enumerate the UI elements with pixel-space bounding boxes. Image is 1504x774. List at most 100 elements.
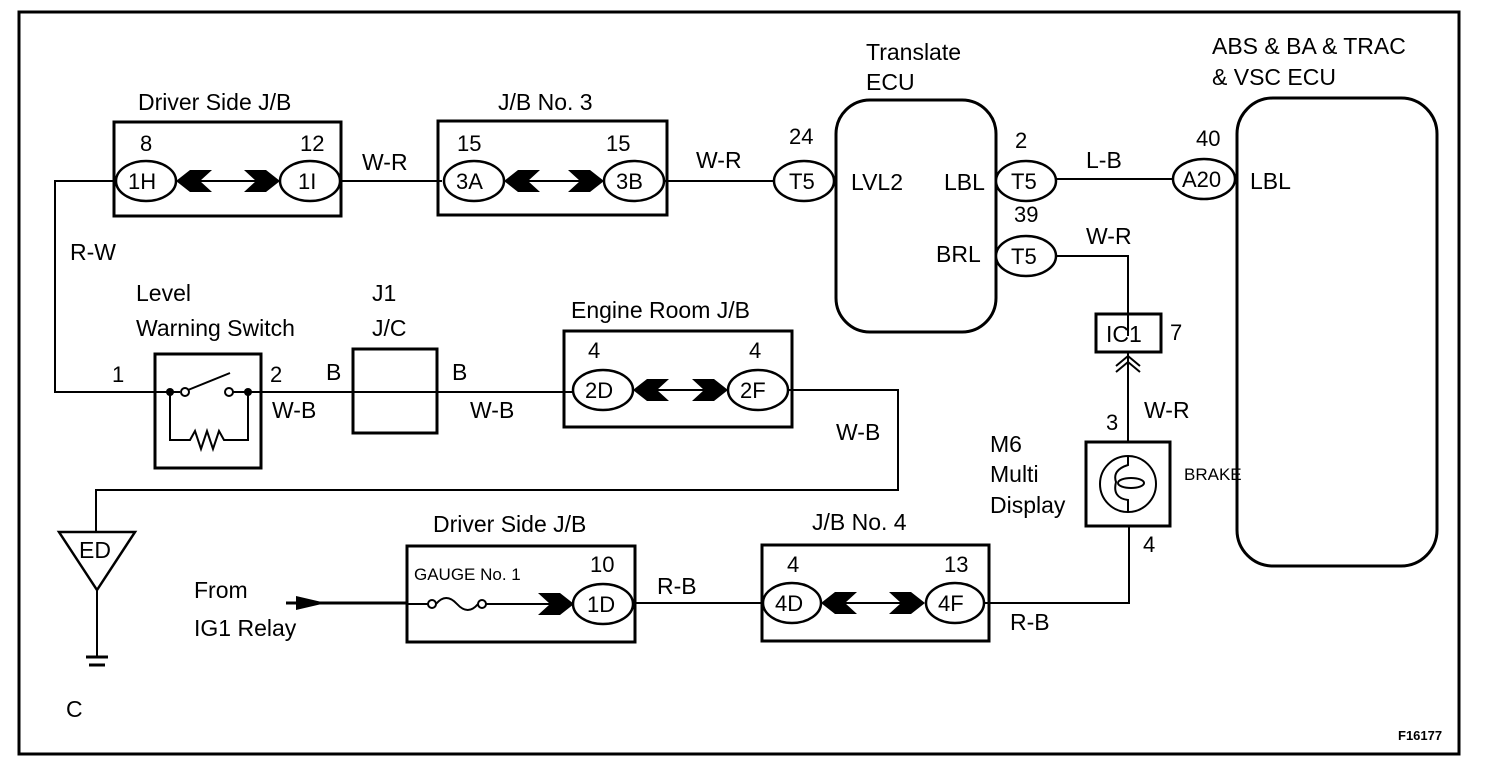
connector-label: T5: [1011, 244, 1037, 269]
jb-arrow-icon: [176, 170, 212, 192]
connector-label: 4D: [775, 591, 803, 616]
pin-label: 2: [1015, 128, 1027, 153]
jb4-title: J/B No. 4: [812, 509, 907, 535]
driver-side-jb-bottom: Driver Side J/B GAUGE No. 1 10 1D: [405, 511, 637, 644]
pin-label: 4: [787, 552, 799, 577]
ground-ed-triangle-icon: [56, 530, 138, 593]
driver-jb-bottom-box: [405, 544, 637, 644]
display-title-2: Multi: [990, 461, 1039, 487]
switch-contact-icon: [224, 387, 234, 397]
level-warning-switch: Level Warning Switch 1 2: [112, 280, 295, 470]
wire-color-label: W-R: [362, 149, 408, 175]
ground-ed: ED C: [56, 530, 138, 722]
display-box: [1084, 440, 1172, 528]
level-switch-title-2: Warning Switch: [136, 315, 295, 341]
connector-label: 2D: [585, 378, 613, 403]
wire: [95, 389, 899, 532]
terminal-brl: BRL: [936, 241, 981, 267]
terminal-lbl-abs: LBL: [1250, 168, 1291, 194]
wire-color-label: R-W: [70, 239, 116, 265]
ig1-relay-source: From IG1 Relay: [194, 577, 408, 641]
connector-label: A20: [1182, 167, 1221, 192]
pin-label: 4: [588, 338, 600, 363]
connector-label: 1D: [587, 592, 615, 617]
pin-label: 40: [1196, 126, 1220, 151]
abs-ecu-body: [1235, 96, 1439, 568]
wire-color-label: R-B: [657, 573, 697, 599]
display-title-1: M6: [990, 431, 1022, 457]
terminal-lbl: LBL: [944, 169, 985, 195]
j1-junction-connector: J1 J/C: [351, 280, 439, 435]
display-title-3: Display: [990, 492, 1066, 518]
connector-label: 1I: [298, 169, 316, 194]
ground-ed-label: ED: [79, 537, 111, 563]
fuse-icon: [427, 599, 437, 609]
pin-label: 39: [1014, 202, 1038, 227]
wire-color-label: W-B: [470, 397, 514, 423]
abs-ecu-title-1: ABS & BA & TRAC: [1212, 33, 1406, 59]
fuse-label: GAUGE No. 1: [414, 565, 521, 584]
wire-color-label: W-R: [1086, 223, 1132, 249]
pin-label: 15: [606, 131, 630, 156]
jb-arrow-icon: [568, 170, 604, 192]
level-switch-title-1: Level: [136, 280, 191, 306]
connector-label: 4F: [938, 591, 964, 616]
switch-blade-icon: [187, 372, 231, 391]
diagram-frame: [17, 10, 1461, 756]
figure-id: F16177: [1398, 728, 1442, 743]
jb3-box: [436, 119, 669, 217]
driver-jb-top-box: [112, 120, 343, 218]
pin-label: 7: [1170, 320, 1182, 345]
jb3-title: J/B No. 3: [498, 89, 593, 115]
driver-side-jb-top: Driver Side J/B 8 12 1H 1I: [112, 89, 343, 218]
connector-label: 2F: [740, 378, 766, 403]
pin-label: 1: [112, 362, 124, 387]
ig1-label-1: From: [194, 577, 248, 603]
connector-a20: [1171, 157, 1237, 201]
jb-arrow-icon: [538, 593, 574, 615]
terminal-lvl2: LVL2: [851, 169, 903, 195]
jb-no3: J/B No. 3 15 15 3A 3B: [436, 89, 669, 217]
wire: [984, 526, 1130, 604]
wire: [54, 180, 152, 393]
jb-no4: J/B No. 4 4 13 4D 4F: [760, 509, 991, 643]
pin-label: 24: [789, 124, 813, 149]
j1-right-label: B: [452, 359, 467, 385]
connector-label: 3B: [616, 169, 643, 194]
jb-arrow-icon: [889, 592, 925, 614]
jb-arrow-icon: [692, 379, 728, 401]
connector-t5-in: [772, 159, 836, 203]
wire: [1056, 255, 1129, 336]
translate-ecu-title-2: ECU: [866, 69, 915, 95]
driver-jb-bottom-title: Driver Side J/B: [433, 511, 586, 537]
j1-title-2: J/C: [372, 315, 407, 341]
jb-arrow-icon: [244, 170, 280, 192]
engine-room-jb: Engine Room J/B 4 4 2D 2F: [562, 297, 794, 429]
pin-label: 8: [140, 131, 152, 156]
level-switch-box: [153, 352, 263, 470]
engine-jb-box: [562, 329, 794, 429]
resistor-icon: [169, 392, 249, 453]
translate-ecu: Translate ECU 24 T5 LVL2 LBL BRL 2 T5 39…: [772, 39, 1058, 334]
connector-label: 3A: [456, 169, 483, 194]
pin-label: 2: [270, 362, 282, 387]
jb4-box: [760, 543, 991, 643]
wire-color-label: R-B: [1010, 609, 1050, 635]
pin-label: 15: [457, 131, 481, 156]
connector-label: T5: [1011, 169, 1037, 194]
abs-ba-trac-vsc-ecu: ABS & BA & TRAC & VSC ECU 40 A20 LBL: [1171, 33, 1439, 568]
wire-color-label: W-B: [836, 419, 880, 445]
connector-label: T5: [789, 169, 815, 194]
j1-title-1: J1: [372, 280, 396, 306]
pin-label: 13: [944, 552, 968, 577]
engine-jb-title: Engine Room J/B: [571, 297, 750, 323]
abs-ecu-title-2: & VSC ECU: [1212, 64, 1336, 90]
switch-contact-icon: [180, 387, 190, 397]
connector-label: 1H: [128, 169, 156, 194]
ic1-label: IC1: [1106, 321, 1142, 347]
translate-ecu-body: [834, 98, 998, 334]
driver-jb-top-title: Driver Side J/B: [138, 89, 291, 115]
wire-color-label: W-R: [696, 147, 742, 173]
wire-color-label: W-R: [1144, 397, 1190, 423]
